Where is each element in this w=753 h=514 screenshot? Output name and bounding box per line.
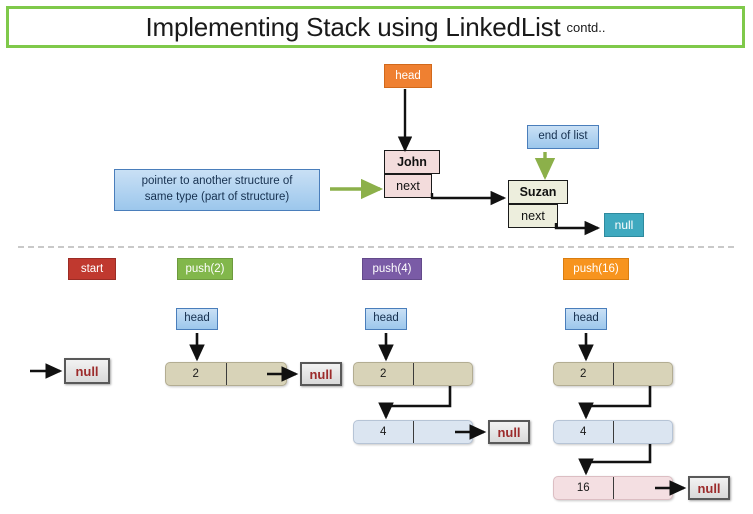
top-null-terminator: null	[604, 213, 644, 237]
arrow-elbow-icon	[578, 386, 652, 420]
push4-null-box: null	[488, 420, 530, 444]
list-node-push4-4: 4	[353, 420, 473, 444]
node-value: 4	[554, 421, 614, 443]
list-node-push16-16: 16	[553, 476, 673, 500]
section-divider	[18, 246, 734, 248]
node-value: 2	[354, 363, 414, 385]
step-label-push4: push(4)	[362, 258, 422, 280]
callout-line-1: pointer to another structure of	[141, 175, 293, 188]
node-suzan-name-cell: Suzan	[508, 180, 568, 204]
list-node-push16-2: 2	[553, 362, 673, 386]
list-node-push2-2: 2	[165, 362, 287, 386]
step-label-push2: push(2)	[177, 258, 233, 280]
head-label-push4: head	[365, 308, 407, 330]
node-value: 2	[166, 363, 227, 385]
step-label-push16: push(16)	[563, 258, 629, 280]
node-next-slot	[614, 421, 673, 443]
node-next-slot	[614, 363, 673, 385]
head-pointer-label-top: head	[384, 64, 432, 88]
node-next-slot	[414, 363, 473, 385]
node-value: 16	[554, 477, 614, 499]
push16-null-box: null	[688, 476, 730, 500]
list-node-push16-4: 4	[553, 420, 673, 444]
title-main-text: Implementing Stack using LinkedList	[145, 11, 561, 42]
node-john-name-cell: John	[384, 150, 440, 174]
arrow-elbow-icon	[378, 386, 452, 420]
start-null-box: null	[64, 358, 110, 384]
push2-null-box: null	[300, 362, 342, 386]
step-label-start: start	[68, 258, 116, 280]
list-node-push4-2: 2	[353, 362, 473, 386]
node-value: 2	[554, 363, 614, 385]
node-value: 4	[354, 421, 414, 443]
title-suffix-text: contd..	[566, 19, 606, 35]
node-next-slot	[614, 477, 673, 499]
node-next-slot	[414, 421, 473, 443]
node-suzan-next-cell: next	[508, 204, 558, 228]
arrow-right-icon	[554, 220, 601, 236]
pointer-explanation-callout: pointer to another structure of same typ…	[114, 169, 320, 211]
node-next-slot	[227, 363, 287, 385]
end-of-list-callout: end of list	[527, 125, 599, 149]
callout-line-2: same type (part of structure)	[144, 191, 290, 203]
arrow-elbow-icon	[578, 444, 652, 476]
head-label-push2: head	[176, 308, 218, 330]
node-john-next-cell: next	[384, 174, 432, 198]
page-title: Implementing Stack using LinkedList cont…	[6, 6, 745, 48]
arrow-right-icon	[430, 190, 507, 206]
head-label-push16: head	[565, 308, 607, 330]
